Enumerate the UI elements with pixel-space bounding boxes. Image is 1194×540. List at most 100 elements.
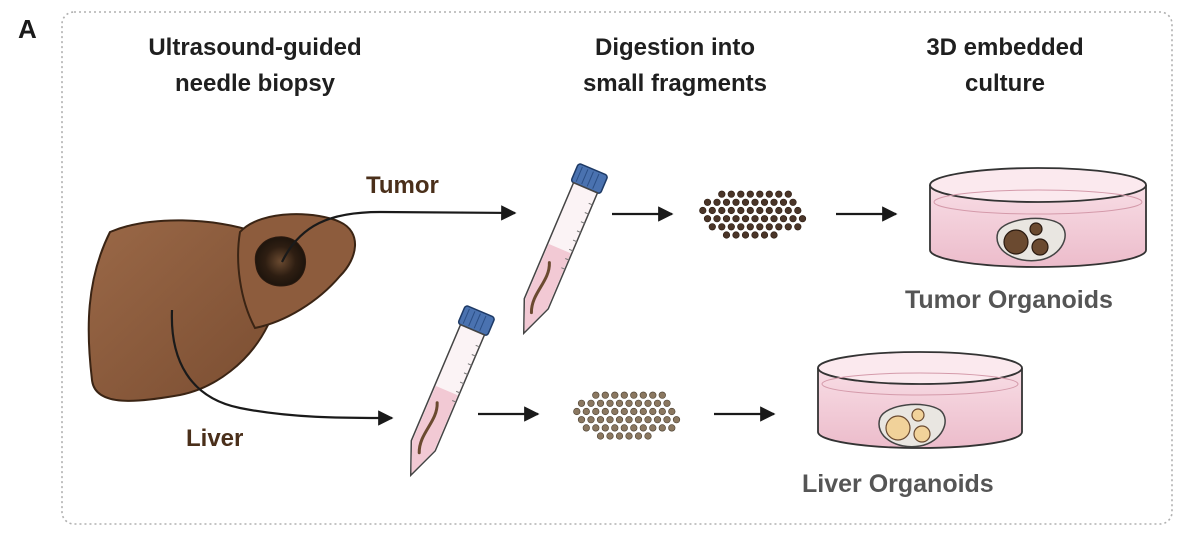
fragment-dot xyxy=(770,215,778,223)
fragment-dot xyxy=(765,190,773,198)
fragment-dot xyxy=(596,416,605,424)
fragment-dot xyxy=(770,198,778,206)
fragment-dot xyxy=(587,416,595,424)
fragment-dot xyxy=(732,215,740,223)
step-culture-line2: culture xyxy=(964,70,1045,97)
fragment-dot xyxy=(718,223,726,231)
fragment-dot xyxy=(630,424,638,432)
fragment-dot xyxy=(737,190,745,198)
fragment-dot xyxy=(606,416,614,424)
fragment-dot xyxy=(741,198,750,206)
liver-fragments-icon xyxy=(573,391,681,440)
fragment-dot xyxy=(582,424,590,432)
fragment-dot xyxy=(722,215,731,223)
fragment-dot xyxy=(658,407,666,416)
step-biopsy-title: Ultrasound-guided needle biopsy xyxy=(100,30,410,102)
fragment-dot xyxy=(756,223,764,231)
fragment-dot xyxy=(779,215,788,223)
fragment-dot xyxy=(751,198,759,206)
step-digestion-line1: Digestion into xyxy=(595,34,755,61)
fragment-dot xyxy=(592,407,600,416)
fragment-dot xyxy=(756,206,764,215)
step-biopsy-line2: needle biopsy xyxy=(174,70,336,97)
fragment-dot xyxy=(784,206,792,215)
fragment-dot xyxy=(625,416,633,424)
fragment-dot xyxy=(722,198,731,206)
fragment-dot xyxy=(732,231,740,239)
tumor-branch-label: Tumor xyxy=(366,172,439,199)
fragment-dot xyxy=(746,206,754,215)
fragment-dot xyxy=(737,223,745,231)
step-digestion-title: Digestion into small fragments xyxy=(535,30,815,102)
tumor-tube-icon xyxy=(522,163,608,336)
fragment-dot xyxy=(611,424,619,432)
liver-organ-icon xyxy=(87,213,356,402)
fragment-dot xyxy=(658,391,666,399)
fragment-dot xyxy=(784,223,792,231)
fragment-dot xyxy=(630,407,638,416)
tumor-fragments-icon xyxy=(699,190,807,239)
fragment-dot xyxy=(625,432,633,440)
fragment-dot xyxy=(760,198,769,206)
fragment-dot xyxy=(751,215,759,223)
fragment-dot xyxy=(779,198,788,206)
fragment-dot xyxy=(620,424,628,432)
fragment-dot xyxy=(577,416,586,424)
fragment-dot xyxy=(606,399,614,407)
fragment-dot xyxy=(765,223,773,231)
step-culture-line1: 3D embedded xyxy=(926,34,1084,61)
fragment-dot xyxy=(639,424,647,432)
fragment-dot xyxy=(611,391,619,399)
liver-tube-icon xyxy=(409,305,495,478)
fragment-dot xyxy=(620,391,628,399)
fragment-dot xyxy=(746,190,754,198)
tumor-organoids-label: Tumor Organoids xyxy=(905,286,1113,314)
panel-letter: A xyxy=(18,14,37,44)
fragment-dot xyxy=(653,399,662,407)
fragment-dot xyxy=(634,399,643,407)
fragment-dot xyxy=(770,231,778,239)
fragment-dot xyxy=(601,391,609,399)
fragment-dot xyxy=(741,231,750,239)
fragment-dot xyxy=(784,190,792,198)
fragment-dot xyxy=(699,206,707,215)
fragment-dot xyxy=(649,407,657,416)
fragment-dot xyxy=(727,190,735,198)
fragment-dot xyxy=(703,215,712,223)
fragment-dot xyxy=(732,198,740,206)
fragment-dot xyxy=(756,190,764,198)
fragment-dot xyxy=(663,416,671,424)
fragment-dot xyxy=(775,190,783,198)
liver-biopsy-arrow xyxy=(170,309,394,426)
fragment-dot xyxy=(596,399,605,407)
fragment-dot xyxy=(649,391,657,399)
fragment-dot xyxy=(798,215,807,223)
fragment-dot xyxy=(727,223,735,231)
fragment-dot xyxy=(718,190,726,198)
fragment-dot xyxy=(587,399,595,407)
fragment-dot xyxy=(794,206,802,215)
fragment-dot xyxy=(751,231,759,239)
fragment-dot xyxy=(644,416,652,424)
fragment-dot xyxy=(644,432,652,440)
fragment-dot xyxy=(615,416,624,424)
fragment-dot xyxy=(775,206,783,215)
step-digestion-line2: small fragments xyxy=(582,70,768,97)
fragment-dot xyxy=(644,399,652,407)
fragment-dot xyxy=(775,223,783,231)
fragment-dot xyxy=(703,198,712,206)
fragment-dot xyxy=(672,416,681,424)
fragment-dot xyxy=(611,407,619,416)
fragment-dot xyxy=(625,399,633,407)
fragment-dot xyxy=(639,391,647,399)
fragment-dot xyxy=(746,223,754,231)
fragment-dot xyxy=(630,391,638,399)
fragment-dot xyxy=(708,206,716,215)
fragment-dot xyxy=(577,399,586,407)
liver-organoids-label: Liver Organoids xyxy=(802,470,994,498)
tumor-biopsy-arrow xyxy=(281,205,517,263)
fragment-dot xyxy=(601,424,609,432)
fragment-dot xyxy=(601,407,609,416)
fragment-dot xyxy=(573,407,581,416)
